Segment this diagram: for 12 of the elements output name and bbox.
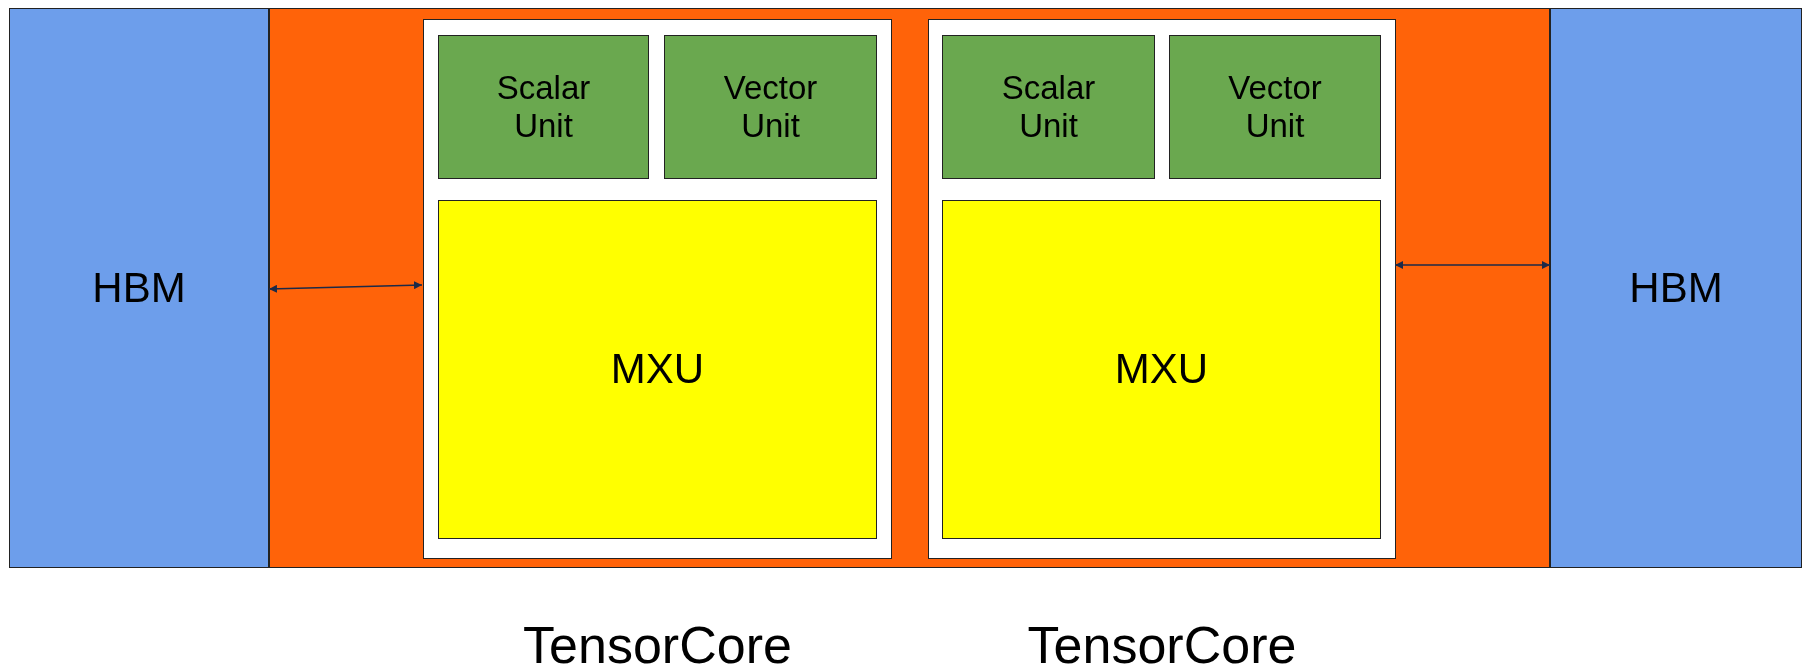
double-arrow xyxy=(1394,261,1551,269)
vector-unit-block: Vector Unit xyxy=(664,35,877,179)
memory-block: HBM xyxy=(9,8,269,568)
core-label: TensorCore xyxy=(522,615,793,670)
double-arrow xyxy=(268,281,423,293)
matrix-unit-block: MXU xyxy=(438,200,877,539)
vector-unit-block: Vector Unit xyxy=(1169,35,1381,179)
matrix-unit-block: MXU xyxy=(942,200,1381,539)
scalar-unit-block: Scalar Unit xyxy=(942,35,1155,179)
scalar-unit-block: Scalar Unit xyxy=(438,35,649,179)
memory-block: HBM xyxy=(1550,8,1802,568)
core-label: TensorCore xyxy=(1026,615,1298,670)
